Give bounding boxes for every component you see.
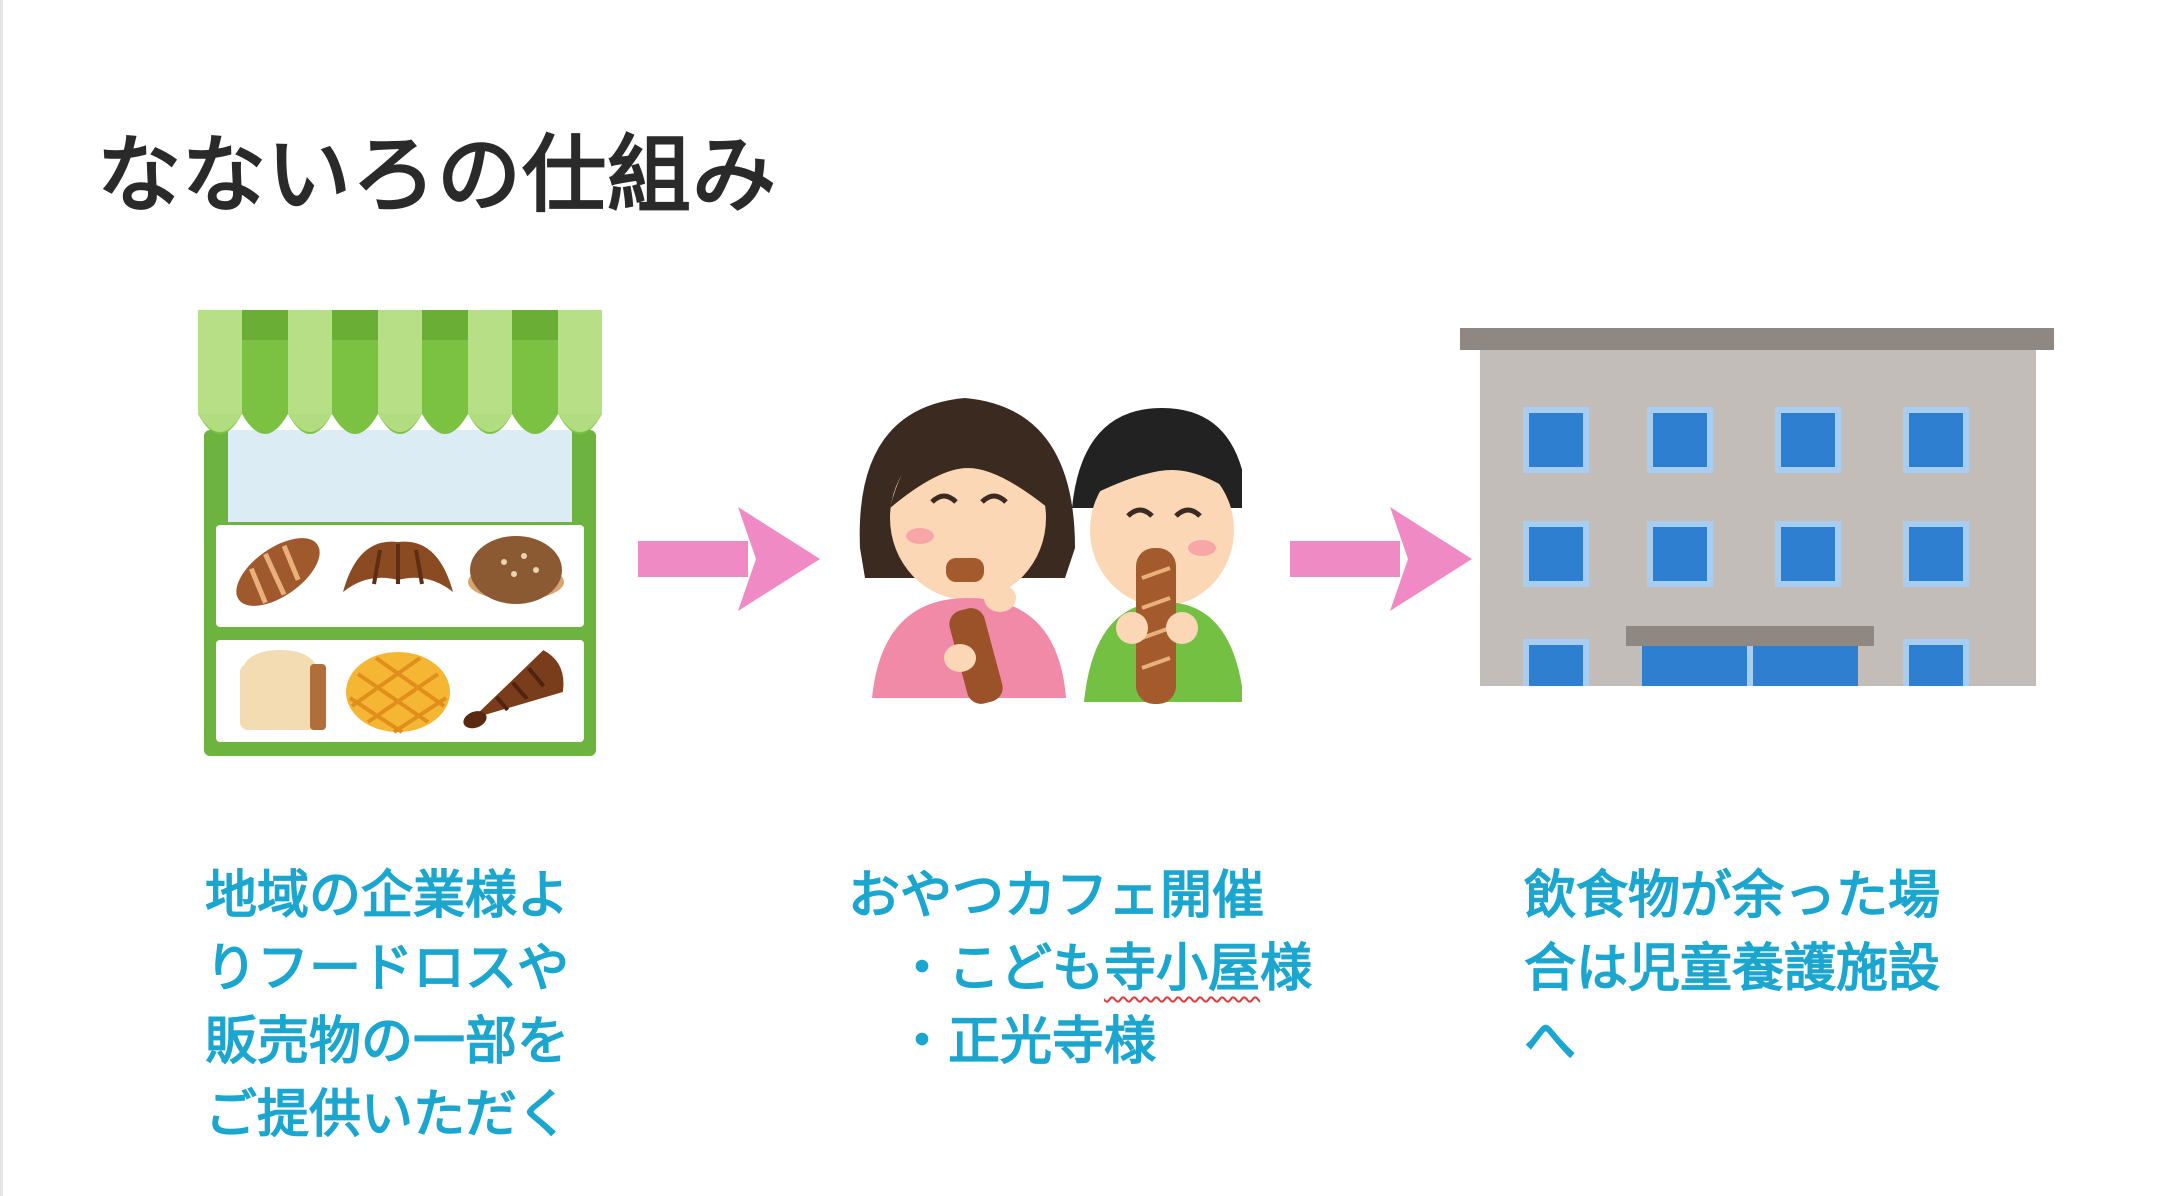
caption-line: りフードロスや: [205, 939, 570, 999]
caption-list-item: ・こども寺小屋様: [848, 933, 1312, 1006]
step-1-caption: 地域の企業様よ りフードロスや 販売物の一部を ご提供いただく: [205, 860, 569, 1152]
caption-heading: おやつカフェ開催: [848, 866, 1265, 926]
list-item-text: 正光寺様: [948, 1012, 1157, 1072]
spellcheck-flagged-text: 寺小屋: [1104, 939, 1261, 999]
caption-line: 飲食物が余った場: [1524, 866, 1941, 926]
caption-line: 合は児童養護施設: [1524, 939, 1941, 999]
caption-line: へ: [1524, 1012, 1577, 1072]
arrow-right-icon: [1290, 507, 1472, 611]
list-bullet: ・: [896, 939, 949, 999]
caption-line: ご提供いただく: [205, 1085, 570, 1145]
bakery-shop-icon: [198, 310, 602, 756]
list-item-text: 様: [1260, 939, 1313, 999]
caption-line: 販売物の一部を: [205, 1012, 570, 1072]
step-3-caption: 飲食物が余った場 合は児童養護施設 へ: [1524, 860, 1940, 1079]
arrow-right-icon: [638, 507, 820, 611]
children-eating-bread-icon: [859, 398, 1242, 704]
caption-line: 地域の企業様よ: [205, 866, 570, 926]
list-bullet: ・: [896, 1012, 949, 1072]
slide-edge: [0, 0, 3, 1196]
caption-list-item: ・正光寺様: [848, 1006, 1312, 1079]
page-title: なないろの仕組み: [97, 126, 778, 224]
facility-building-icon: [1460, 328, 2054, 686]
step-2-caption: おやつカフェ開催 ・こども寺小屋様 ・正光寺様: [848, 860, 1312, 1079]
list-item-text: こども: [948, 939, 1105, 999]
